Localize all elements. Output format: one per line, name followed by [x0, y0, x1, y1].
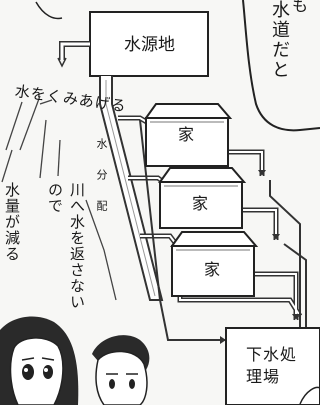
flow-arrows: [220, 170, 300, 344]
intake-pipe: [59, 41, 90, 60]
speech-bubble: [242, 0, 320, 132]
character-woman: [0, 316, 79, 405]
main-pipe: [99, 76, 164, 301]
house-3: [170, 231, 259, 297]
water-source-label: 水源地: [124, 35, 175, 55]
house-1: [144, 103, 233, 167]
speech-text: 水道だと: [269, 0, 290, 80]
character-man: [92, 335, 150, 405]
sewer-pipes: [139, 119, 307, 341]
house-label-2: 家: [192, 194, 209, 213]
treatment-plant-building: [225, 327, 320, 405]
house-label-1: 家: [178, 125, 195, 144]
distribution-label: 水分配: [95, 138, 108, 231]
river-lines: [1, 95, 117, 301]
speech-partial: も: [292, 0, 309, 15]
decrease-label: 水量が減る: [3, 182, 21, 262]
house-2: [158, 167, 247, 229]
treatment-label: 下水処理場: [246, 345, 298, 386]
no-return-label: 川へ水を返さないので: [46, 182, 86, 310]
house-label-3: 家: [204, 260, 221, 279]
ink-stroke: [35, 1, 63, 20]
speech-bubble-tail: [299, 386, 320, 405]
